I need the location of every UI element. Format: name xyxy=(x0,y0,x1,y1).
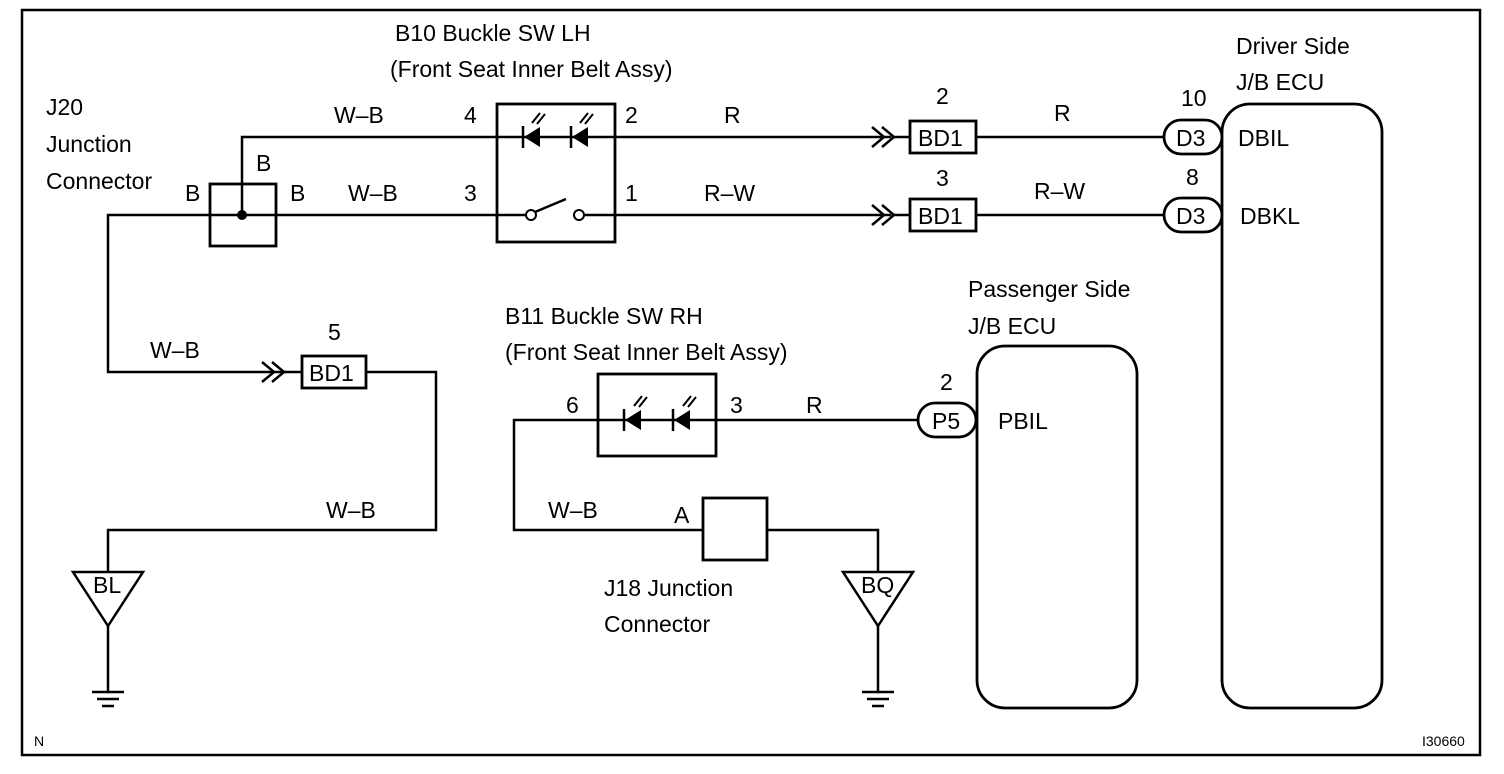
wire-label-wb: W–B xyxy=(334,102,384,128)
d3-label: D3 xyxy=(1176,203,1205,229)
wire-labels: W–B W–B W–B W–B W–B R R R–W R–W R xyxy=(150,100,1085,523)
b10-pin-1: 1 xyxy=(625,180,638,206)
switch-contact-icon xyxy=(525,209,537,221)
ground-point-icon xyxy=(840,570,916,629)
d3-label: D3 xyxy=(1176,125,1205,151)
driver-ecu-pin-dbil: DBIL xyxy=(1238,125,1289,151)
passenger-side-jb-ecu: Passenger Side J/B ECU PBIL xyxy=(968,276,1139,710)
led-icon xyxy=(524,127,540,147)
switch-contact-icon xyxy=(573,209,585,221)
bd1-connector-mid: BD1 3 xyxy=(871,165,978,233)
bd1-pin: 3 xyxy=(936,165,949,191)
d3-pin: 10 xyxy=(1181,85,1207,111)
b10-pin-2: 2 xyxy=(625,102,638,128)
bd1-connector-top: BD1 2 xyxy=(871,83,978,155)
wire-label-wb: W–B xyxy=(326,497,376,523)
j20-junction-connector: J20 Junction Connector B B B xyxy=(46,94,305,248)
wire-label-r: R xyxy=(724,102,741,128)
j18-pin: A xyxy=(674,502,690,528)
p5-pin: 2 xyxy=(940,369,953,395)
bd1-pin: 5 xyxy=(328,319,341,345)
wire-label-rw: R–W xyxy=(1034,178,1085,204)
d3-connector-mid: D3 8 xyxy=(1162,164,1224,234)
b10-buckle-switch: B10 Buckle SW LH (Front Seat Inner Belt … xyxy=(390,20,673,244)
bd1-pin: 2 xyxy=(936,83,949,109)
ground-symbol-icon xyxy=(92,690,124,708)
b10-pin-3: 3 xyxy=(464,180,477,206)
corner-label-left: N xyxy=(34,733,44,749)
j18-label-line2: Connector xyxy=(604,611,710,637)
driver-side-jb-ecu: Driver Side J/B ECU DBIL DBKL xyxy=(1220,33,1384,710)
wire-label-wb: W–B xyxy=(150,337,200,363)
b10-pin-4: 4 xyxy=(464,102,477,128)
j18-label-line1: J18 Junction xyxy=(604,575,733,601)
b10-subtitle: (Front Seat Inner Belt Assy) xyxy=(390,56,673,82)
driver-ecu-pin-dbkl: DBKL xyxy=(1240,203,1300,229)
j20-pin-right: B xyxy=(290,180,305,206)
wire-label-rw: R–W xyxy=(704,180,755,206)
j20-pin-left: B xyxy=(185,180,200,206)
j20-label-line3: Connector xyxy=(46,168,152,194)
figure-id: I30660 xyxy=(1422,733,1465,749)
wire-label-wb: W–B xyxy=(348,180,398,206)
bd1-connector-low: BD1 5 xyxy=(261,319,368,390)
b11-buckle-switch: B11 Buckle SW RH (Front Seat Inner Belt … xyxy=(505,303,788,458)
b10-title: B10 Buckle SW LH xyxy=(395,20,591,46)
passenger-ecu-pin-pbil: PBIL xyxy=(998,408,1048,434)
j18-junction-connector: A J18 Junction Connector xyxy=(604,496,769,637)
ground-label: BL xyxy=(93,572,121,598)
ground-symbol-icon xyxy=(862,690,894,708)
j20-label-line2: Junction xyxy=(46,131,132,157)
diagram-frame xyxy=(20,8,1482,757)
p5-label: P5 xyxy=(932,408,960,434)
passenger-ecu-line1: Passenger Side xyxy=(968,276,1130,302)
led-icon xyxy=(674,410,690,430)
driver-ecu-line1: Driver Side xyxy=(1236,33,1350,59)
ground-point-icon xyxy=(70,570,146,629)
bd1-label: BD1 xyxy=(918,125,963,151)
wire-label-r: R xyxy=(806,392,823,418)
led-icon xyxy=(572,127,588,147)
j20-pin-top: B xyxy=(256,150,271,176)
wire-label-wb: W–B xyxy=(548,497,598,523)
p5-connector: P5 2 xyxy=(916,369,978,439)
led-icon xyxy=(625,410,641,430)
wire-label-r: R xyxy=(1054,100,1071,126)
b11-title: B11 Buckle SW RH xyxy=(505,303,703,329)
b11-pin-3: 3 xyxy=(730,392,743,418)
wires xyxy=(106,135,1166,694)
ground-bq: BQ xyxy=(840,570,916,708)
b11-subtitle: (Front Seat Inner Belt Assy) xyxy=(505,339,788,365)
bd1-label: BD1 xyxy=(918,203,963,229)
b11-pin-6: 6 xyxy=(566,392,579,418)
d3-pin: 8 xyxy=(1186,164,1199,190)
passenger-ecu-line2: J/B ECU xyxy=(968,313,1056,339)
driver-ecu-line2: J/B ECU xyxy=(1236,69,1324,95)
ground-label: BQ xyxy=(861,572,894,598)
j20-label-line1: J20 xyxy=(46,94,83,120)
bd1-label: BD1 xyxy=(309,360,354,386)
d3-connector-top: D3 10 xyxy=(1162,85,1224,156)
ground-bl: BL xyxy=(70,570,146,708)
